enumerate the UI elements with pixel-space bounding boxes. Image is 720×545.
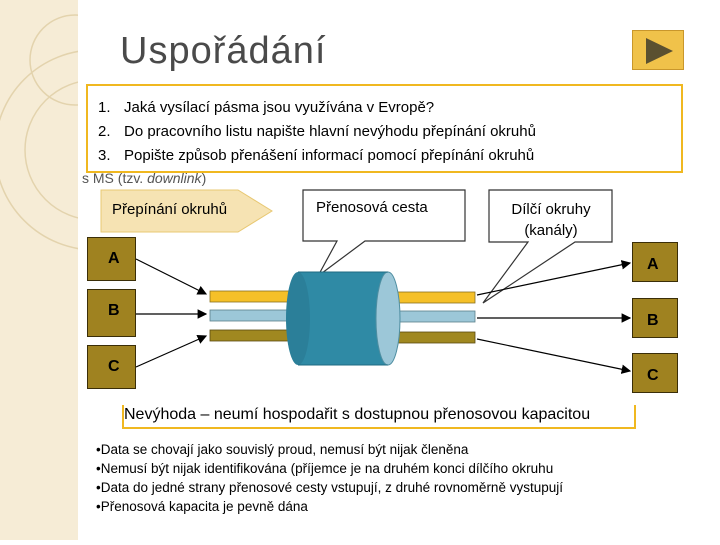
slide-title: Uspořádání — [120, 30, 327, 72]
question-text: Do pracovního listu napište hlavní nevýh… — [124, 123, 536, 140]
question-number: 2. — [98, 123, 111, 140]
dilci-callout-shape — [482, 189, 613, 304]
endpoint-label: B — [647, 312, 659, 329]
dilci-okruhy-label: Dílčí okruhy (kanály) — [492, 199, 610, 241]
question-text: Popište způsob přenášení informací pomoc… — [124, 147, 535, 164]
endpoint-a-left: A — [87, 237, 136, 281]
disadvantage-box: Nevýhoda – neumí hospodařit s dostupnou … — [122, 405, 636, 429]
question-item: 3. Popište způsob přenášení informací pom… — [98, 144, 671, 168]
question-item: 2. Do pracovního listu napište hlavní nev… — [98, 120, 671, 144]
prepinani-okruhu-label: Přepínání okruhů — [112, 201, 228, 218]
endpoint-c-right: C — [632, 353, 678, 393]
question-text: Jaká vysílací pásma jsou využívána v Evr… — [124, 99, 435, 116]
bullet-item: •Nemusí být nijak identifikována (příjem… — [96, 461, 554, 476]
hidden-text-suffix: ) — [201, 170, 207, 186]
endpoint-label: C — [647, 367, 659, 384]
hidden-text-prefix: s MS (tzv. — [82, 170, 148, 186]
endpoint-b-left: B — [87, 289, 136, 337]
endpoint-b-right: B — [632, 298, 678, 338]
prepinani-arrow-shape — [100, 189, 273, 233]
prenosova-cesta-label: Přenosová cesta — [316, 199, 428, 216]
endpoint-label: C — [108, 358, 120, 375]
arrow-a-out — [476, 260, 632, 296]
endpoint-label: A — [108, 250, 120, 267]
disadvantage-text: Nevýhoda – neumí hospodařit s dostupnou … — [124, 406, 591, 423]
hidden-text-italic: downlink — [147, 170, 202, 186]
arrow-c-in — [135, 335, 208, 368]
play-icon — [646, 38, 673, 64]
wire-olive-left — [209, 329, 293, 342]
wire-blue-left — [209, 309, 293, 322]
wire-blue-right — [392, 310, 476, 323]
endpoint-label: A — [647, 256, 659, 273]
dilci-label-line1: Dílčí okruhy — [511, 201, 591, 218]
wire-yellow-left — [209, 290, 293, 303]
bullet-item: •Data se chovají jako souvislý proud, ne… — [96, 442, 469, 457]
question-number: 3. — [98, 147, 111, 164]
endpoint-label: B — [108, 302, 120, 319]
questions-box: 1. Jaká vysílací pásma jsou využívána v E… — [86, 84, 683, 173]
question-item: 1. Jaká vysílací pásma jsou využívána v E… — [98, 96, 671, 120]
transmission-cable — [286, 271, 401, 366]
arrow-c-out — [476, 338, 632, 374]
wire-olive-right — [392, 331, 476, 344]
endpoint-a-right: A — [632, 242, 678, 282]
endpoint-c-left: C — [87, 345, 136, 389]
bullet-list: •Data se chovají jako souvislý proud, ne… — [96, 440, 563, 516]
wire-yellow-right — [392, 291, 476, 304]
bullet-item: •Data do jedné strany přenosové cesty vs… — [96, 480, 563, 495]
cesta-callout-shape — [302, 189, 466, 277]
arrow-a-in — [135, 258, 208, 295]
next-slide-button[interactable] — [632, 30, 684, 70]
bullet-item: •Přenosová kapacita je pevně dána — [96, 499, 308, 514]
dilci-label-line2: (kanály) — [524, 222, 578, 239]
partially-hidden-text: s MS (tzv. downlink) — [82, 170, 206, 186]
question-number: 1. — [98, 99, 111, 116]
